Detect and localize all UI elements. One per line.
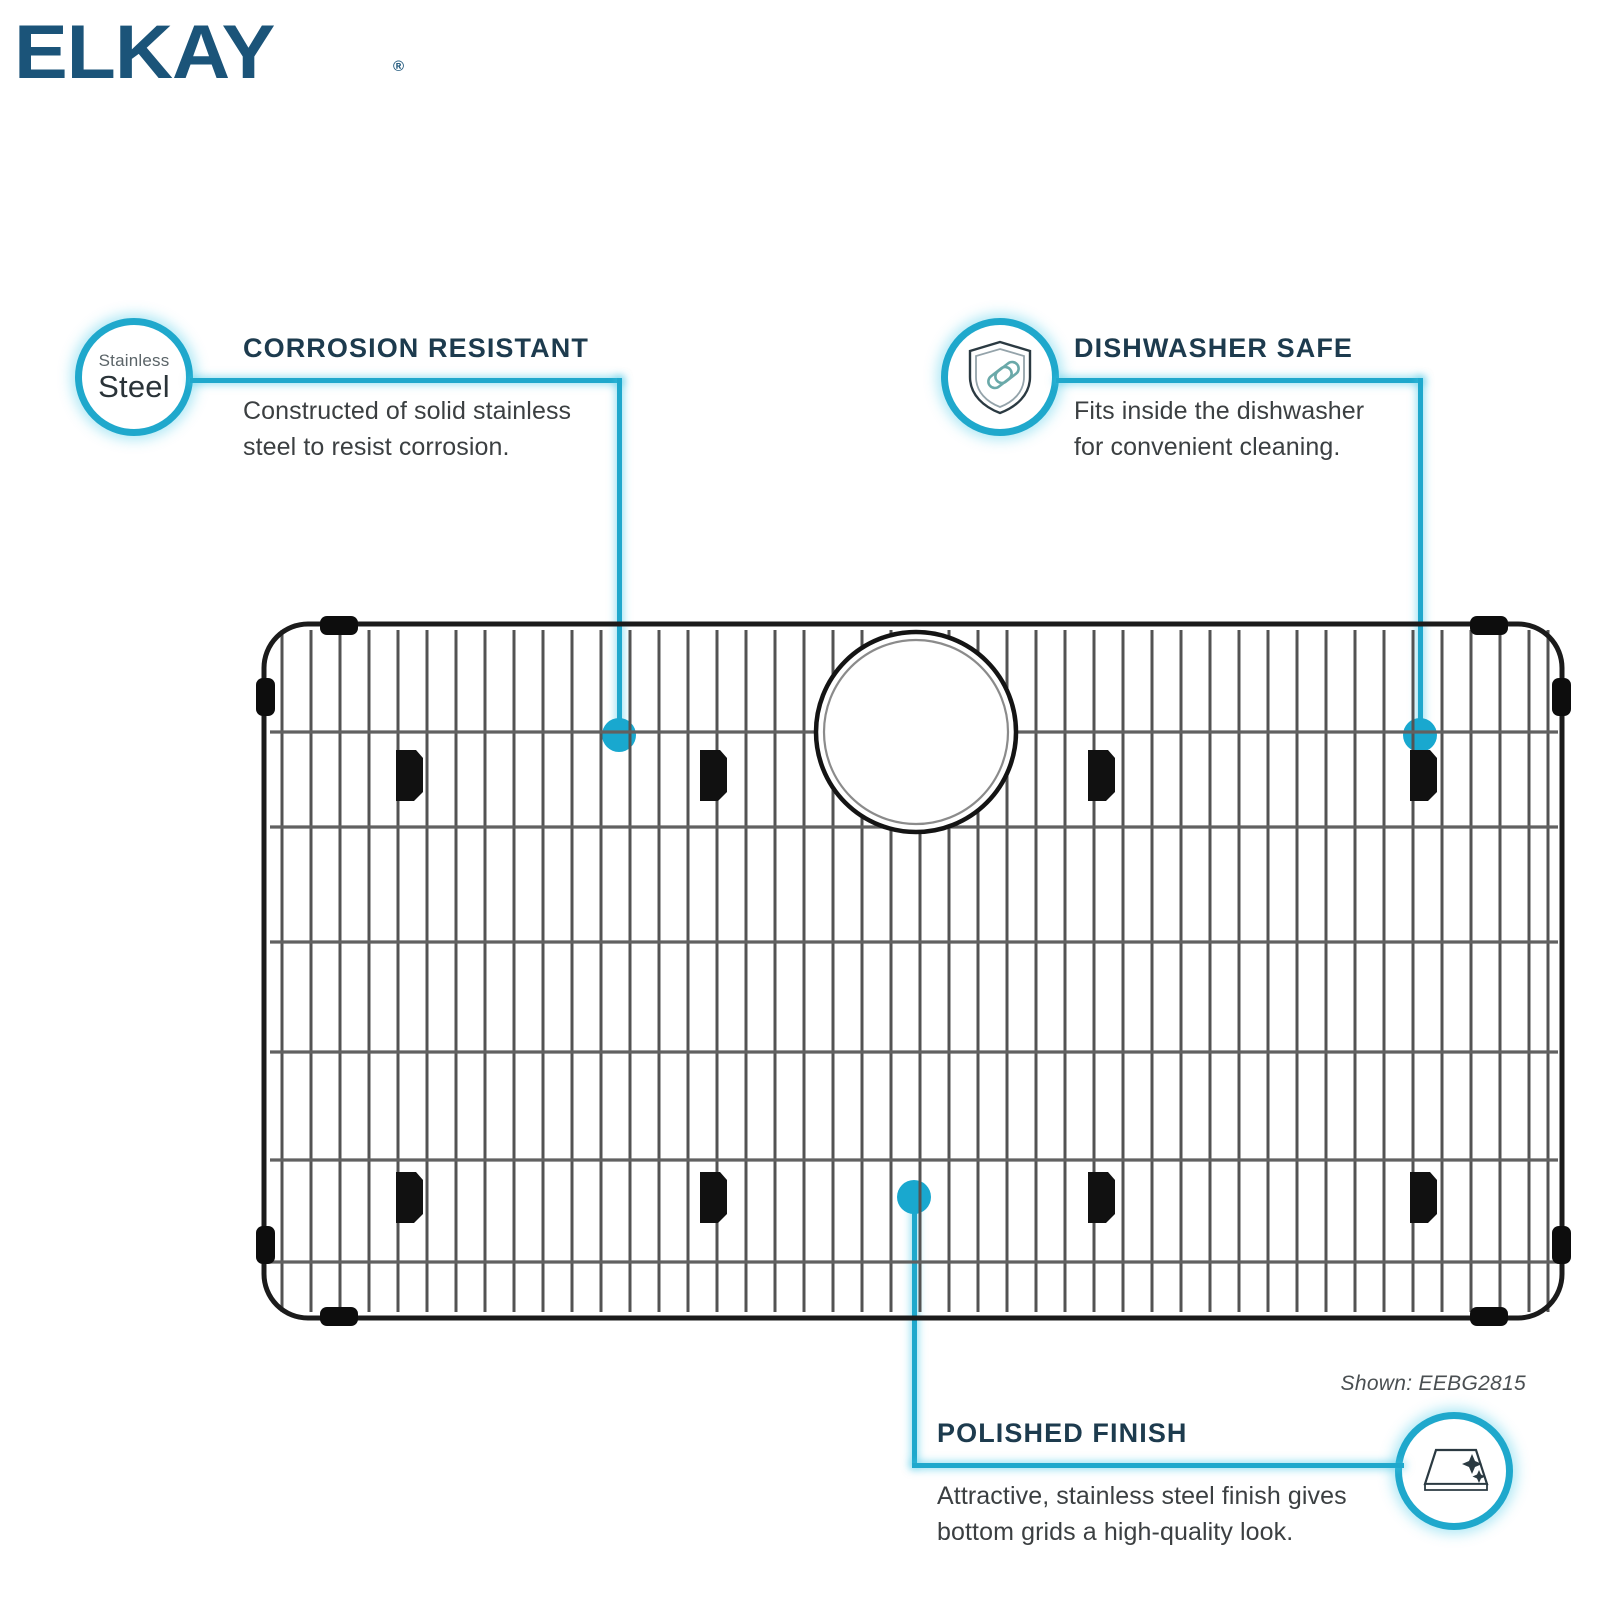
leader-dot-dishwasher xyxy=(1403,718,1437,752)
callout-body-line: steel to resist corrosion. xyxy=(243,432,510,461)
callout-body-corrosion-resistant: Constructed of solid stainless steel to … xyxy=(243,394,623,465)
drain-opening-ring xyxy=(813,629,1019,835)
callout-body-line: bottom grids a high-quality look. xyxy=(937,1517,1294,1546)
callout-body-line: Fits inside the dishwasher xyxy=(1074,397,1365,425)
polished-surface-glyph xyxy=(1423,1448,1489,1491)
badge-text-steel: Steel xyxy=(98,369,170,404)
polished-surface-sparkle-icon xyxy=(1395,1412,1513,1530)
grid-corner-bumpers xyxy=(256,616,1571,1326)
callout-title-corrosion-resistant: CORROSION RESISTANT xyxy=(243,333,589,363)
callout-body-line: Constructed of solid stainless xyxy=(243,397,572,425)
callout-title-polished-finish: POLISHED FINISH xyxy=(937,1418,1188,1448)
shown-model-label: Shown: EEBG2815 xyxy=(1340,1372,1526,1395)
leader-line-vertical-corrosion xyxy=(617,378,622,733)
leader-line-horizontal-dishwasher xyxy=(1056,378,1423,383)
callout-title-dishwasher-safe: DISHWASHER SAFE xyxy=(1074,333,1354,363)
elkay-logo: ELKAY ® xyxy=(14,8,414,98)
leader-dot-polished xyxy=(897,1180,931,1214)
callout-body-polished-finish: Attractive, stainless steel finish gives… xyxy=(937,1479,1407,1550)
badge-text-stainless: Stainless xyxy=(98,351,170,370)
grid-feet xyxy=(396,750,1437,1223)
registered-trademark-icon: ® xyxy=(393,58,405,75)
grid-perimeter-frame xyxy=(261,621,1565,1321)
leader-line-horizontal-corrosion xyxy=(190,378,622,383)
stainless-steel-badge-icon: Stainless Steel xyxy=(75,318,193,436)
leader-line-vertical-dishwasher xyxy=(1418,378,1423,733)
sink-bottom-grid-illustration xyxy=(248,612,1578,1332)
leader-line-vertical-polished xyxy=(912,1200,917,1465)
bottom-grid-svg xyxy=(256,616,1571,1326)
brand-wordmark: ELKAY xyxy=(14,10,275,95)
shield-chain-glyph xyxy=(968,340,1032,415)
callout-body-dishwasher-safe: Fits inside the dishwasher for convenien… xyxy=(1074,394,1474,465)
callout-body-line: for convenient cleaning. xyxy=(1074,432,1341,461)
callout-body-line: Attractive, stainless steel finish gives xyxy=(937,1482,1347,1510)
shield-chain-icon xyxy=(941,318,1059,436)
leader-line-horizontal-polished xyxy=(912,1463,1404,1468)
